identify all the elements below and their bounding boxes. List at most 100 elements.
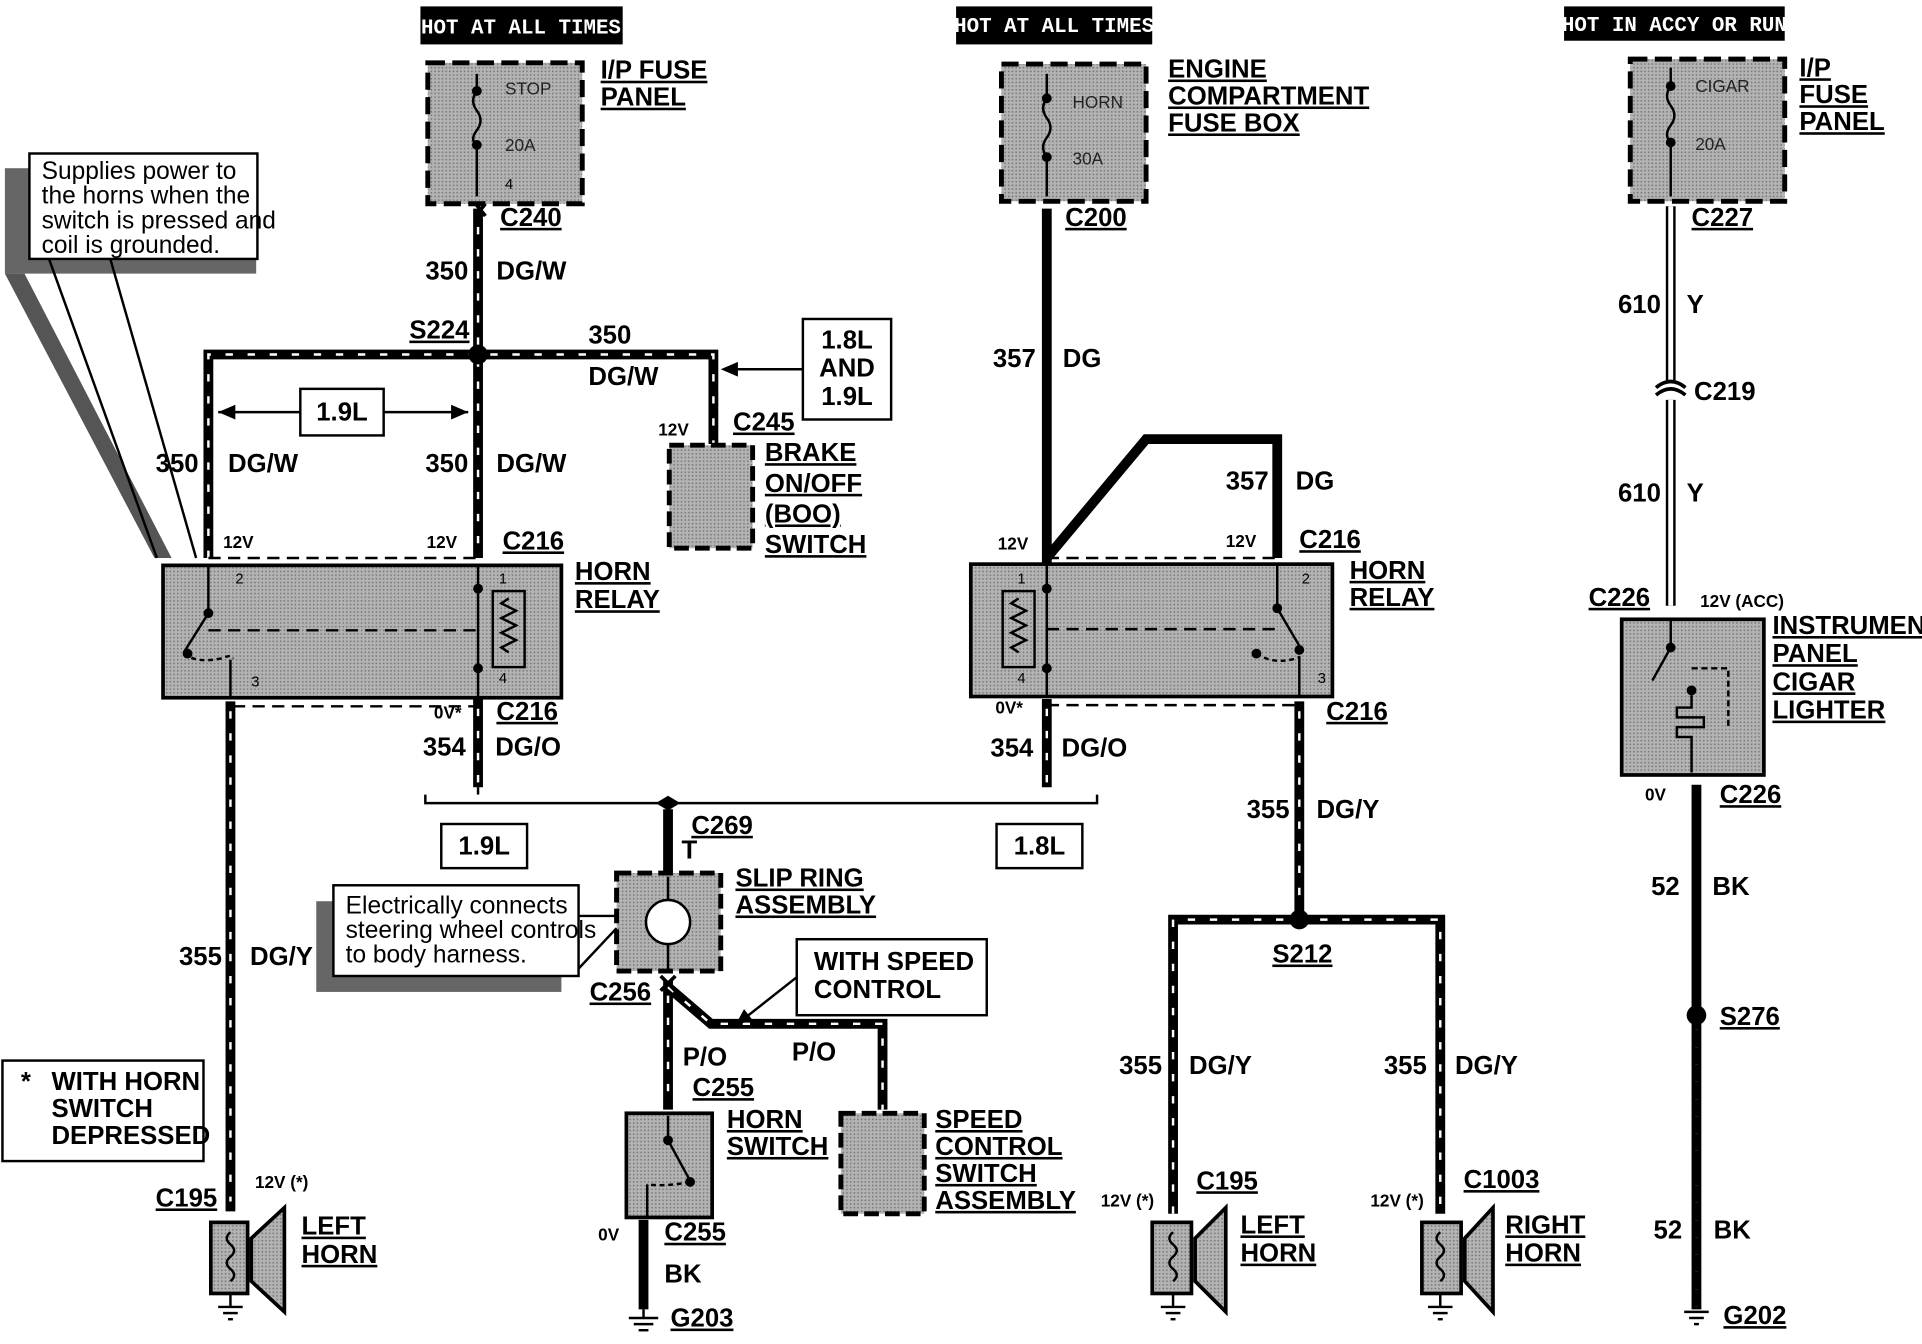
note-slip-ring: Electrically connects steering wheel con…	[316, 884, 618, 992]
svg-text:1: 1	[499, 572, 507, 588]
wire-label-350-c: 350	[156, 450, 199, 478]
label-c216-a: C216	[503, 527, 565, 555]
note-with-speed-control: WITH SPEED CONTROL	[735, 937, 988, 1026]
svg-text:1.9L: 1.9L	[458, 833, 510, 861]
wire-label-52-b: 52	[1654, 1216, 1683, 1244]
voltage-12v-acc: 12V (ACC)	[1700, 591, 1784, 611]
wire-label-t: T	[682, 836, 698, 864]
svg-text:HORN: HORN	[1073, 92, 1124, 112]
svg-text:1.8L: 1.8L	[821, 326, 873, 354]
speed-control-switch-assembly	[838, 1110, 927, 1217]
ground-g202-icon	[1684, 1310, 1709, 1326]
wire-355-dgy-right	[1168, 701, 1446, 1214]
note-supplies-power: Supplies power to the horns when the swi…	[4, 152, 276, 559]
label-c255-a: C255	[693, 1074, 755, 1102]
wire-label-bk-b: BK	[1712, 873, 1750, 901]
voltage-12v-b: 12V	[223, 532, 254, 552]
voltage-12v-star-c: 12V (*)	[1370, 1190, 1423, 1210]
wire-label-355-b: 355	[1247, 796, 1290, 824]
wire-po-horn-switch	[663, 980, 888, 1110]
wire-label-dgw-a: DG/W	[496, 258, 567, 286]
svg-text:switch is pressed and: switch is pressed and	[42, 207, 276, 234]
wire-350-dgw	[203, 208, 719, 560]
svg-text:Electrically connects: Electrically connects	[346, 892, 568, 919]
bracket-19l: 1.9L	[218, 387, 469, 437]
voltage-12v-d: 12V	[998, 533, 1029, 553]
label-c256: C256	[590, 979, 652, 1007]
ip-fuse-panel-label-1: I/P FUSE	[601, 57, 708, 85]
svg-text:STOP: STOP	[505, 79, 551, 99]
right-horn-label-2: HORN	[1505, 1240, 1581, 1268]
wire-label-610-b: 610	[1618, 480, 1661, 508]
slip-ring-assembly	[614, 870, 724, 974]
svg-text:CIGAR: CIGAR	[1695, 76, 1749, 96]
header-hot-at-all-times-2: HOT AT ALL TIMES	[954, 6, 1154, 45]
svg-text:Supplies power to: Supplies power to	[42, 158, 237, 185]
voltage-12v-a: 12V	[658, 419, 689, 439]
cigar-label-2: PANEL	[1772, 640, 1857, 668]
svg-text:SWITCH: SWITCH	[51, 1095, 152, 1123]
cigar-label-1: INSTRUMENT	[1772, 612, 1922, 640]
svg-text:4: 4	[1017, 671, 1025, 687]
voltage-0v-d: 0V	[598, 1225, 620, 1245]
label-c269: C269	[691, 812, 753, 840]
slip-ring-label-2: ASSEMBLY	[735, 891, 876, 919]
wire-label-354-a: 354	[423, 733, 467, 761]
ground-g203-icon	[628, 1309, 659, 1332]
engine-fuse-label-3: FUSE BOX	[1168, 109, 1300, 137]
header-hot-in-accy-or-run: HOT IN ACCY OR RUN	[1562, 6, 1787, 41]
label-c216-b: C216	[496, 698, 558, 726]
svg-text:1: 1	[1017, 572, 1025, 588]
wire-label-dgo-b: DG/O	[1062, 735, 1128, 763]
wire-label-357-a: 357	[993, 345, 1036, 373]
svg-text:HOT AT ALL TIMES: HOT AT ALL TIMES	[954, 16, 1154, 39]
left-horn-1-label-2: HORN	[302, 1241, 378, 1269]
wire-52-bk	[1686, 784, 1707, 1310]
horn-switch-label-1: HORN	[727, 1106, 803, 1134]
svg-text:to body harness.: to body harness.	[346, 942, 527, 969]
label-c226-a: C226	[1589, 584, 1651, 612]
voltage-12v-star-a: 12V (*)	[255, 1172, 308, 1192]
left-horn-2-icon	[1150, 1203, 1228, 1321]
wire-label-bk-c: BK	[1714, 1216, 1752, 1244]
connector-c240-mark-2	[474, 202, 487, 218]
ip-fuse-panel-stop-fuse: STOP 20A 4	[425, 60, 585, 207]
svg-text:AND: AND	[819, 355, 875, 383]
svg-text:3: 3	[1318, 671, 1326, 687]
engine-selector-bracket: 1.9L 1.8L	[424, 794, 1099, 870]
voltage-12v-e: 12V	[1226, 531, 1257, 551]
svg-text:20A: 20A	[505, 135, 536, 155]
wire-label-354-b: 354	[990, 735, 1034, 763]
label-c226-b: C226	[1720, 781, 1782, 809]
label-c216-d: C216	[1326, 698, 1388, 726]
ip-fuse-label-c: PANEL	[1799, 108, 1884, 136]
svg-text:20A: 20A	[1695, 134, 1726, 154]
slip-ring-label-1: SLIP RING	[735, 865, 863, 893]
header-hot-at-all-times-1: HOT AT ALL TIMES	[420, 6, 623, 45]
note-with-horn-switch-depressed: * WITH HORN SWITCH DEPRESSED	[1, 1059, 210, 1163]
wire-label-350-a: 350	[425, 258, 468, 286]
speed-label-4: ASSEMBLY	[935, 1187, 1076, 1215]
ip-fuse-label-a: I/P	[1799, 54, 1830, 82]
voltage-12v-c: 12V	[427, 532, 458, 552]
engine-fuse-box-horn-fuse: HORN 30A	[998, 61, 1149, 204]
svg-text:CONTROL: CONTROL	[814, 976, 941, 1004]
wire-label-y-a: Y	[1687, 291, 1704, 319]
left-horn-2-label-2: HORN	[1240, 1240, 1316, 1268]
voltage-0v-c: 0V	[1645, 785, 1667, 805]
wire-label-357-b: 357	[1226, 467, 1269, 495]
label-c1003: C1003	[1464, 1166, 1540, 1194]
svg-text:4: 4	[505, 177, 513, 193]
wire-label-355-d: 355	[1384, 1052, 1427, 1080]
svg-text:1.9L: 1.9L	[821, 383, 873, 411]
engine-fuse-label-1: ENGINE	[1168, 56, 1267, 84]
brake-label-1: BRAKE	[765, 439, 857, 467]
svg-text:1.8L: 1.8L	[1014, 833, 1066, 861]
label-c200: C200	[1065, 204, 1127, 232]
wire-label-355-c: 355	[1119, 1052, 1162, 1080]
wire-label-dgw-d: DG/W	[496, 450, 567, 478]
svg-text:2: 2	[1302, 572, 1310, 588]
label-c216-c: C216	[1299, 526, 1361, 554]
label-c227: C227	[1692, 204, 1754, 232]
